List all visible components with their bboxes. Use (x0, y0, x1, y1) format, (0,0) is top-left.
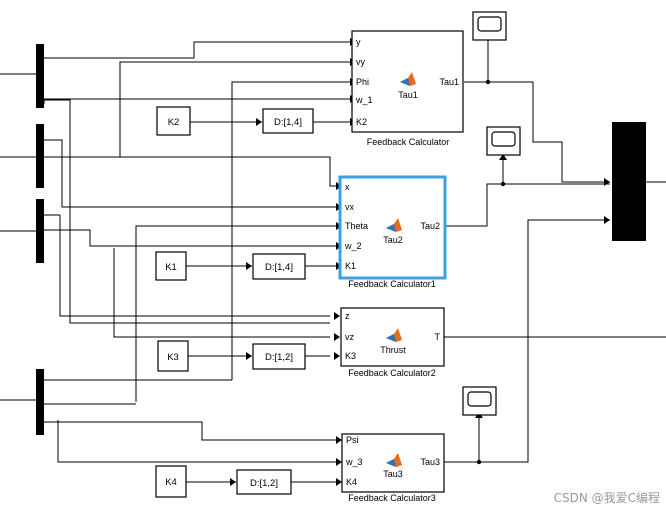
constant-k2-label: K2 (168, 117, 180, 128)
scope-tau2[interactable] (486, 126, 521, 156)
scope-tau1[interactable] (472, 11, 507, 41)
matlab-logo-icon (400, 72, 416, 86)
block-title-tau1: Tau1 (398, 90, 418, 100)
selector-2-label: D:[1,4] (265, 262, 293, 273)
constant-k1-label: K1 (165, 262, 177, 273)
signal-lines (0, 40, 666, 483)
block-title-tau3: Tau3 (383, 469, 403, 479)
port-theta: Theta (345, 221, 368, 231)
port-vx: vx (345, 202, 355, 212)
matlab-logo-icon (386, 218, 402, 232)
port-out-tau3: Tau3 (420, 457, 440, 467)
constant-k4[interactable]: K4 (155, 465, 187, 498)
port-k4: K4 (346, 477, 357, 487)
selector-1-label: D:[1,4] (274, 117, 302, 128)
port-phi: Phi (356, 77, 369, 87)
port-vz: vz (345, 332, 355, 342)
port-psi: Psi (346, 435, 359, 445)
mux-block[interactable] (612, 122, 646, 241)
port-x: x (345, 182, 350, 192)
block-title-thrust: Thrust (380, 345, 406, 355)
port-y: y (356, 37, 361, 47)
feedback-calculator1-name: Feedback Calculator1 (348, 279, 436, 289)
junction-dots (476, 79, 506, 465)
selector-1[interactable]: D:[1,4] (262, 108, 314, 134)
port-k1: K1 (345, 261, 356, 271)
demux-bus-2[interactable] (36, 124, 44, 188)
port-k3: K3 (345, 351, 356, 361)
port-z: z (345, 311, 350, 321)
selector-3[interactable]: D:[1,2] (252, 343, 306, 370)
selector-2[interactable]: D:[1,4] (252, 253, 306, 280)
feedback-calculator-name: Feedback Calculator (367, 137, 450, 147)
selector-3-label: D:[1,2] (265, 352, 293, 363)
port-w1: w_1 (355, 95, 373, 105)
block-title-tau2: Tau2 (383, 235, 403, 245)
port-out-t: T (435, 332, 441, 342)
feedback-calculator3-block[interactable]: Psi w_3 K4 Tau3 Tau3 (341, 433, 445, 493)
port-out-tau2: Tau2 (420, 221, 440, 231)
constant-k3[interactable]: K3 (157, 340, 189, 372)
port-k2: K2 (356, 117, 367, 127)
watermark: CSDN @我爱C编程 (554, 490, 660, 505)
port-w2: w_2 (344, 241, 362, 251)
feedback-calculator1-block[interactable]: x vx Theta w_2 K1 Tau2 Tau2 (338, 175, 447, 280)
selector-4-label: D:[1,2] (250, 478, 278, 489)
constant-k3-label: K3 (167, 352, 179, 363)
port-out-tau1: Tau1 (439, 77, 459, 87)
constant-k1[interactable]: K1 (155, 251, 187, 281)
matlab-logo-icon (386, 453, 402, 467)
demux-bus-4[interactable] (36, 369, 44, 435)
matlab-logo-icon (386, 328, 402, 342)
selector-4[interactable]: D:[1,2] (236, 469, 292, 495)
feedback-calculator2-block[interactable]: z vz K3 T Thrust (340, 307, 445, 367)
port-vy: vy (356, 57, 366, 67)
demux-bus-1[interactable] (36, 44, 44, 108)
constant-k2[interactable]: K2 (156, 106, 191, 136)
constant-k4-label: K4 (165, 477, 177, 488)
scope-tau3[interactable] (462, 386, 497, 416)
demux-bus-3[interactable] (36, 199, 44, 263)
port-w3: w_3 (345, 457, 363, 467)
feedback-calculator3-name: Feedback Calculator3 (348, 493, 436, 503)
feedback-calculator2-name: Feedback Calculator2 (348, 368, 436, 378)
feedback-calculator-block[interactable]: y vy Phi w_1 K2 Tau1 Tau1 (351, 30, 464, 133)
